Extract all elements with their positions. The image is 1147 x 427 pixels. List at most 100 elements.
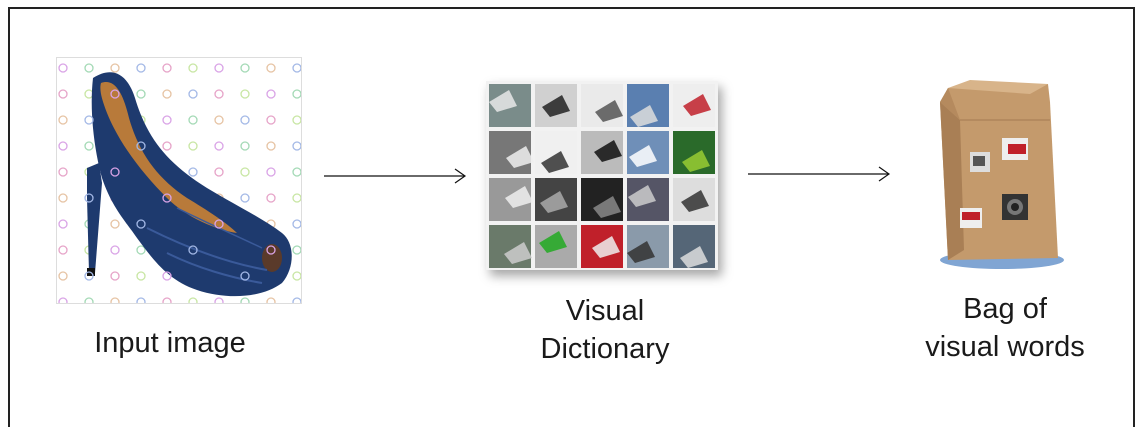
dictionary-tile-pattern: [504, 242, 532, 264]
dictionary-tile-pattern: [594, 140, 622, 162]
bag-of-words-image: [930, 80, 1070, 280]
keypoint-marker: [136, 297, 146, 303]
keypoint-marker: [292, 115, 301, 125]
keypoint-marker: [110, 167, 120, 177]
keypoint-marker: [266, 63, 276, 73]
keypoint-marker: [292, 271, 301, 281]
keypoint-marker: [214, 297, 224, 303]
keypoint-marker: [188, 167, 198, 177]
dictionary-tile-pattern: [539, 231, 567, 253]
dictionary-tile-pattern: [681, 190, 709, 212]
keypoint-marker: [84, 141, 94, 151]
keypoint-marker: [136, 63, 146, 73]
keypoint-marker: [240, 167, 250, 177]
input-image-label: Input image: [94, 327, 246, 359]
keypoint-marker: [110, 219, 120, 229]
keypoint-marker: [136, 141, 146, 151]
shoe-image: [58, 63, 301, 303]
bag-of-words-label-line1: Bag of: [963, 293, 1047, 325]
dictionary-tile-pattern: [505, 186, 533, 208]
dictionary-tile-pattern: [682, 150, 710, 172]
keypoint-marker: [162, 193, 172, 203]
visual-dictionary-label-line1: Visual: [565, 295, 645, 327]
keypoint-marker: [266, 89, 276, 99]
keypoint-marker: [110, 245, 120, 255]
keypoint-marker: [240, 141, 250, 151]
bag-of-words-label: Bag of visual words: [900, 290, 1110, 366]
keypoint-marker: [266, 115, 276, 125]
keypoint-marker: [292, 219, 301, 229]
dictionary-tile-pattern: [627, 241, 655, 263]
keypoint-marker: [58, 63, 68, 73]
keypoint-marker: [136, 271, 146, 281]
dictionary-tile-pattern: [593, 196, 621, 218]
keypoint-marker: [162, 271, 172, 281]
keypoint-marker: [58, 219, 68, 229]
keypoint-marker: [58, 115, 68, 125]
keypoint-marker: [84, 271, 94, 281]
dictionary-tile-pattern: [506, 146, 534, 168]
keypoint-marker: [136, 245, 146, 255]
dictionary-tile-pattern: [630, 105, 658, 127]
keypoint-marker: [240, 271, 250, 281]
input-image: [56, 57, 302, 304]
keypoint-marker: [240, 63, 250, 73]
keypoint-marker: [266, 297, 276, 303]
dictionary-tile-pattern: [680, 246, 708, 268]
keypoint-marker: [292, 297, 301, 303]
keypoint-marker: [188, 141, 198, 151]
dictionary-tile-pattern: [540, 191, 568, 213]
bag-of-words-label-line2: visual words: [925, 331, 1085, 363]
keypoint-marker: [292, 245, 301, 255]
dictionary-tile-pattern: [595, 100, 623, 122]
keypoint-marker: [162, 63, 172, 73]
keypoint-marker: [58, 271, 68, 281]
keypoint-marker: [266, 167, 276, 177]
keypoint-marker: [162, 115, 172, 125]
keypoint-marker: [58, 245, 68, 255]
visual-dictionary-label: Visual Dictionary: [490, 292, 720, 368]
keypoint-marker: [188, 297, 198, 303]
keypoint-marker: [110, 271, 120, 281]
keypoint-marker: [110, 63, 120, 73]
keypoint-marker: [292, 63, 301, 73]
keypoint-marker: [58, 193, 68, 203]
keypoint-marker: [240, 89, 250, 99]
keypoint-marker: [266, 245, 276, 255]
keypoint-marker: [84, 63, 94, 73]
keypoint-marker: [292, 141, 301, 151]
dictionary-tile-pattern: [541, 151, 569, 173]
keypoint-marker: [84, 193, 94, 203]
keypoint-marker: [292, 167, 301, 177]
keypoint-marker: [214, 141, 224, 151]
keypoint-marker: [136, 219, 146, 229]
paper-bag: [940, 80, 1064, 269]
keypoint-marker: [188, 245, 198, 255]
keypoint-marker: [110, 297, 120, 303]
visual-dictionary-label-line2: Dictionary: [540, 333, 670, 365]
keypoint-marker: [214, 89, 224, 99]
dictionary-tile-pattern: [542, 95, 570, 117]
keypoint-marker: [214, 167, 224, 177]
keypoint-marker: [58, 167, 68, 177]
keypoint-marker: [110, 89, 120, 99]
dictionary-tile-pattern: [489, 90, 517, 112]
dictionary-tile-pattern: [592, 236, 620, 258]
keypoint-marker: [214, 115, 224, 125]
keypoint-marker: [58, 297, 68, 303]
keypoint-marker: [58, 89, 68, 99]
keypoint-marker: [266, 193, 276, 203]
keypoint-marker: [84, 297, 94, 303]
keypoint-marker: [188, 89, 198, 99]
dictionary-tile-pattern: [629, 145, 657, 167]
keypoint-marker: [214, 219, 224, 229]
keypoint-marker: [240, 297, 250, 303]
keypoint-marker: [188, 115, 198, 125]
keypoint-marker: [188, 63, 198, 73]
keypoint-marker: [84, 115, 94, 125]
dictionary-tile-pattern: [628, 185, 656, 207]
keypoint-marker: [162, 297, 172, 303]
keypoint-marker: [136, 89, 146, 99]
keypoint-marker: [214, 63, 224, 73]
keypoint-marker: [162, 141, 172, 151]
